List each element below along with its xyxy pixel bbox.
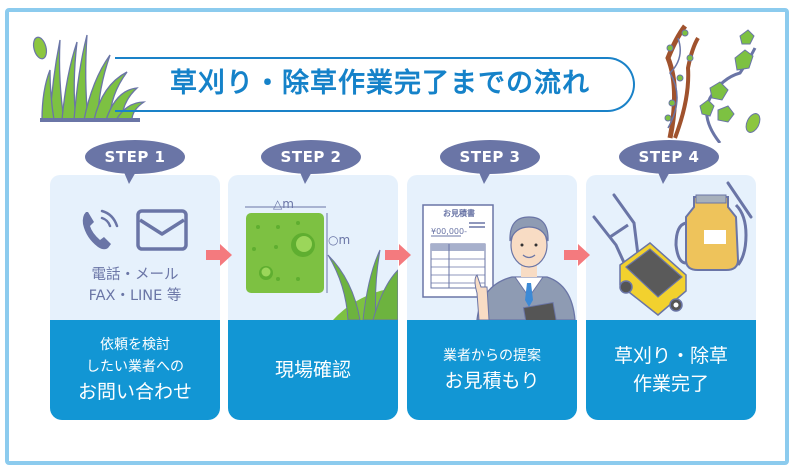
estimate-amount: ¥00,000- bbox=[431, 227, 467, 236]
step-3-badge: STEP 3 bbox=[440, 140, 540, 184]
step-3-panel: お見積書 ¥00,000- bbox=[407, 175, 577, 320]
speech-bubble-shape bbox=[261, 140, 361, 184]
arrow-right-icon bbox=[564, 244, 590, 266]
phone-icon bbox=[82, 209, 119, 250]
step-3-label: 業者からの提案 お見積もり bbox=[407, 320, 577, 420]
contact-line-1: 電話・メール bbox=[91, 267, 179, 283]
step-3-badge-text: STEP 3 bbox=[459, 148, 521, 166]
step-2-badge: STEP 2 bbox=[261, 140, 361, 184]
mail-icon bbox=[136, 209, 188, 251]
speech-bubble-shape bbox=[85, 140, 185, 184]
step-1-label: 依頼を検討 したい業者への お問い合わせ bbox=[50, 320, 220, 420]
vine-illustration bbox=[664, 24, 761, 143]
step-2-label: 現場確認 bbox=[228, 320, 398, 420]
step-1-badge: STEP 1 bbox=[85, 140, 185, 184]
diagram-title: 草刈り・除草作業完了までの流れ bbox=[170, 68, 590, 99]
step-1-card: 電話・メール FAX・LINE 等 依頼を検討 したい業者への お問い合わせ bbox=[50, 175, 220, 420]
height-dimension: ○m bbox=[328, 233, 351, 247]
step-4-badge-text: STEP 4 bbox=[638, 148, 700, 166]
site-plot-illustration bbox=[245, 206, 398, 320]
arrow-right-icon bbox=[206, 244, 232, 266]
mower-sprayer-illustration bbox=[592, 181, 753, 316]
step-4-label-line: 草刈り・除草 bbox=[613, 345, 728, 367]
step-3-card: お見積書 ¥00,000- 業者からの提案 お見積もり bbox=[407, 175, 577, 420]
speech-bubble-shape bbox=[440, 140, 540, 184]
step-1-label-line: お問い合わせ bbox=[77, 381, 192, 403]
step-4-label: 草刈り・除草 作業完了 bbox=[586, 320, 756, 420]
contact-methods: 電話・メール FAX・LINE 等 bbox=[50, 265, 220, 307]
arrow-right-icon bbox=[385, 244, 411, 266]
step-1-badge-text: STEP 1 bbox=[104, 148, 166, 166]
title-band bbox=[115, 57, 635, 112]
step-1-label-line: 依頼を検討 bbox=[100, 337, 170, 353]
contact-line-2: FAX・LINE 等 bbox=[88, 288, 182, 304]
step-4-panel bbox=[586, 175, 756, 320]
step-4-badge: STEP 4 bbox=[619, 140, 719, 184]
speech-bubble-shape bbox=[619, 140, 719, 184]
estimate-illustration bbox=[422, 204, 576, 320]
step-2-label-line: 現場確認 bbox=[274, 359, 351, 381]
step-1-panel: 電話・メール FAX・LINE 等 bbox=[50, 175, 220, 320]
estimate-doc-title: お見積書 bbox=[443, 209, 475, 218]
step-2-badge-text: STEP 2 bbox=[280, 148, 342, 166]
step-2-card: △m ○m 現場確認 bbox=[228, 175, 398, 420]
step-3-label-line: 業者からの提案 bbox=[443, 348, 541, 364]
step-2-panel: △m ○m bbox=[228, 175, 398, 320]
step-4-label-line: 作業完了 bbox=[632, 373, 709, 395]
step-1-label-line: したい業者への bbox=[86, 359, 184, 375]
step-4-card: 草刈り・除草 作業完了 bbox=[586, 175, 756, 420]
step-3-label-line: お見積もり bbox=[444, 370, 540, 392]
